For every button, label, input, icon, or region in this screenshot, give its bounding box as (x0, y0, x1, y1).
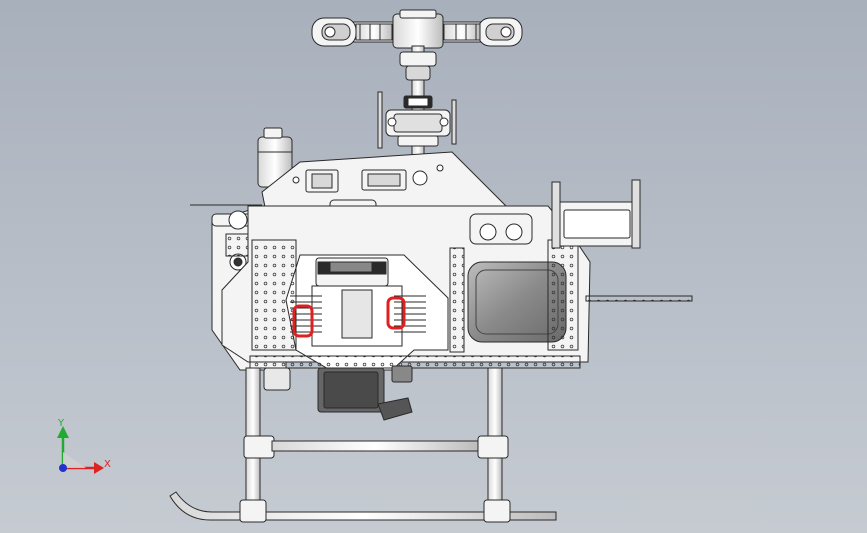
canopy-mount (551, 179, 641, 249)
y-axis-label: Y (57, 418, 65, 429)
red-gasket-left (292, 304, 314, 338)
main-frame (221, 205, 591, 371)
right-arm (469, 213, 693, 302)
red-gasket-right (386, 296, 406, 330)
landing-skid (169, 367, 557, 523)
y-arrow-head (57, 426, 69, 438)
x-arrow-head (94, 462, 104, 474)
z-axis-dot (59, 464, 67, 472)
engine (290, 257, 426, 347)
muffler (263, 365, 413, 421)
x-axis-label: X (104, 459, 111, 470)
coordinate-triad: Y X (57, 418, 111, 474)
rotor-mast (377, 45, 457, 172)
main-rotor-head (311, 9, 523, 49)
